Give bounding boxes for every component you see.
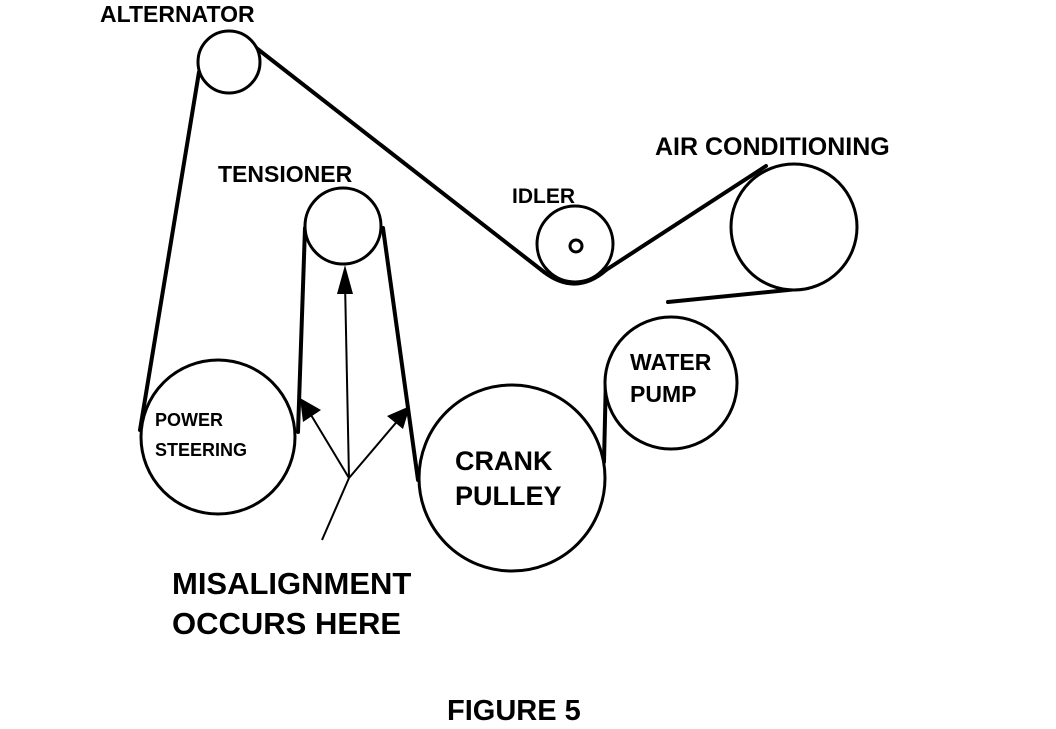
arrowhead-left-belt [300,398,321,422]
water-pump-pulley [603,315,739,451]
label-air-conditioning: AIR CONDITIONING [655,133,890,161]
label-misalignment-1: MISALIGNMENT [172,566,411,601]
arrowhead-right-belt [387,406,410,429]
label-power-steering-1: POWER [155,410,223,430]
power-steering-pulley [139,358,297,516]
label-idler: IDLER [512,185,575,208]
pointer-to-right-belt [348,417,401,479]
label-tensioner: TENSIONER [218,161,353,187]
pointer-to-tensioner [344,281,350,479]
crank-pulley [417,383,607,573]
figure-caption: FIGURE 5 [447,695,581,724]
belt-crank-to-tensioner [381,226,420,482]
alternator-pulley [196,29,262,95]
belt-idler-to-aircon [604,164,768,272]
label-crank-pulley-1: CRANK [455,446,553,476]
label-alternator: ALTERNATOR [100,1,255,27]
label-water-pump-2: PUMP [630,381,696,407]
misalignment-pointers [300,265,410,541]
label-water-pump-1: WATER [630,349,712,375]
tensioner-pulley [303,186,383,266]
label-misalignment-2: OCCURS HERE [172,606,401,641]
pointer-to-left-belt [307,409,350,479]
label-power-steering-2: STEERING [155,440,247,460]
idler-hub [568,238,584,254]
arrowhead-tensioner [337,265,353,294]
pointer-stem [321,477,350,541]
air-conditioning-pulley [729,162,859,292]
belt-alternator-to-idler [253,45,546,274]
belt-alternator-to-powersteering [138,70,201,432]
belt-tensioner-to-powersteering [296,226,307,434]
label-crank-pulley-2: PULLEY [455,481,562,511]
